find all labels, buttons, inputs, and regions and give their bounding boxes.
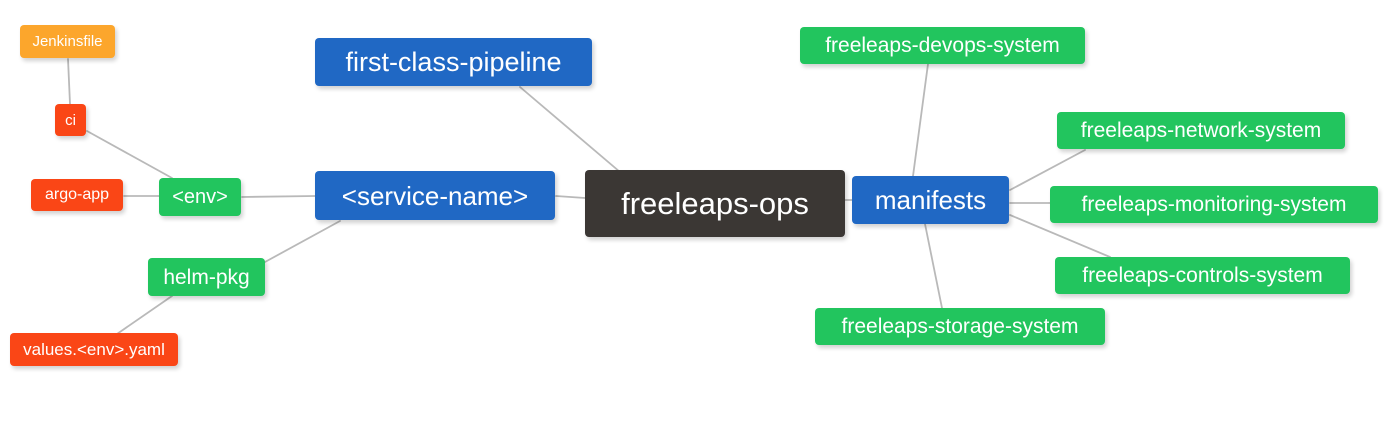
node-label: freeleaps-controls-system: [1082, 264, 1323, 287]
node-manifests[interactable]: manifests: [852, 176, 1009, 224]
node-label: ci: [65, 111, 76, 129]
node-label: freeleaps-ops: [621, 186, 809, 221]
node-freeleaps-ops[interactable]: freeleaps-ops: [585, 170, 845, 237]
edge-manifests-to-freeleaps-network-system: [1009, 149, 1086, 191]
edge-freeleaps-ops-to-first-class-pipeline: [519, 86, 621, 173]
node-env[interactable]: <env>: [159, 178, 241, 216]
node-label: freeleaps-network-system: [1080, 119, 1322, 142]
node-label: Jenkinsfile: [32, 33, 103, 50]
node-jenkinsfile[interactable]: Jenkinsfile: [20, 25, 115, 58]
node-freeleaps-monitoring-system[interactable]: freeleaps-monitoring-system: [1050, 186, 1378, 223]
node-label: <env>: [172, 186, 228, 208]
edge-manifests-to-freeleaps-storage-system: [924, 223, 943, 309]
node-service-name[interactable]: <service-name>: [315, 171, 555, 220]
node-freeleaps-controls-system[interactable]: freeleaps-controls-system: [1055, 257, 1350, 294]
node-values-yaml[interactable]: values.<env>.yaml: [10, 333, 178, 366]
node-freeleaps-devops-system[interactable]: freeleaps-devops-system: [800, 27, 1085, 64]
edge-env-to-ci: [86, 130, 173, 179]
edge-helm-pkg-to-values-yaml: [116, 295, 173, 335]
node-label: freeleaps-storage-system: [841, 315, 1079, 338]
node-label: <service-name>: [341, 180, 529, 211]
node-label: freeleaps-monitoring-system: [1081, 193, 1347, 216]
node-freeleaps-storage-system[interactable]: freeleaps-storage-system: [815, 308, 1105, 345]
node-label: first-class-pipeline: [345, 46, 562, 77]
node-label: values.<env>.yaml: [23, 340, 165, 359]
node-first-class-pipeline[interactable]: first-class-pipeline: [315, 38, 592, 86]
node-ci[interactable]: ci: [55, 104, 86, 136]
node-label: argo-app: [44, 186, 110, 203]
edge-ci-to-jenkinsfile: [67, 58, 71, 105]
node-label: manifests: [874, 185, 987, 215]
node-label: freeleaps-devops-system: [825, 34, 1060, 57]
node-argo-app[interactable]: argo-app: [31, 179, 123, 211]
edge-service-name-to-helm-pkg: [264, 220, 341, 263]
edge-service-name-to-env: [241, 195, 316, 198]
node-helm-pkg[interactable]: helm-pkg: [148, 258, 265, 296]
edge-manifests-to-freeleaps-devops-system: [912, 63, 929, 177]
node-freeleaps-network-system[interactable]: freeleaps-network-system: [1057, 112, 1345, 149]
node-label: helm-pkg: [163, 265, 250, 289]
edge-freeleaps-ops-to-service-name: [555, 195, 586, 199]
